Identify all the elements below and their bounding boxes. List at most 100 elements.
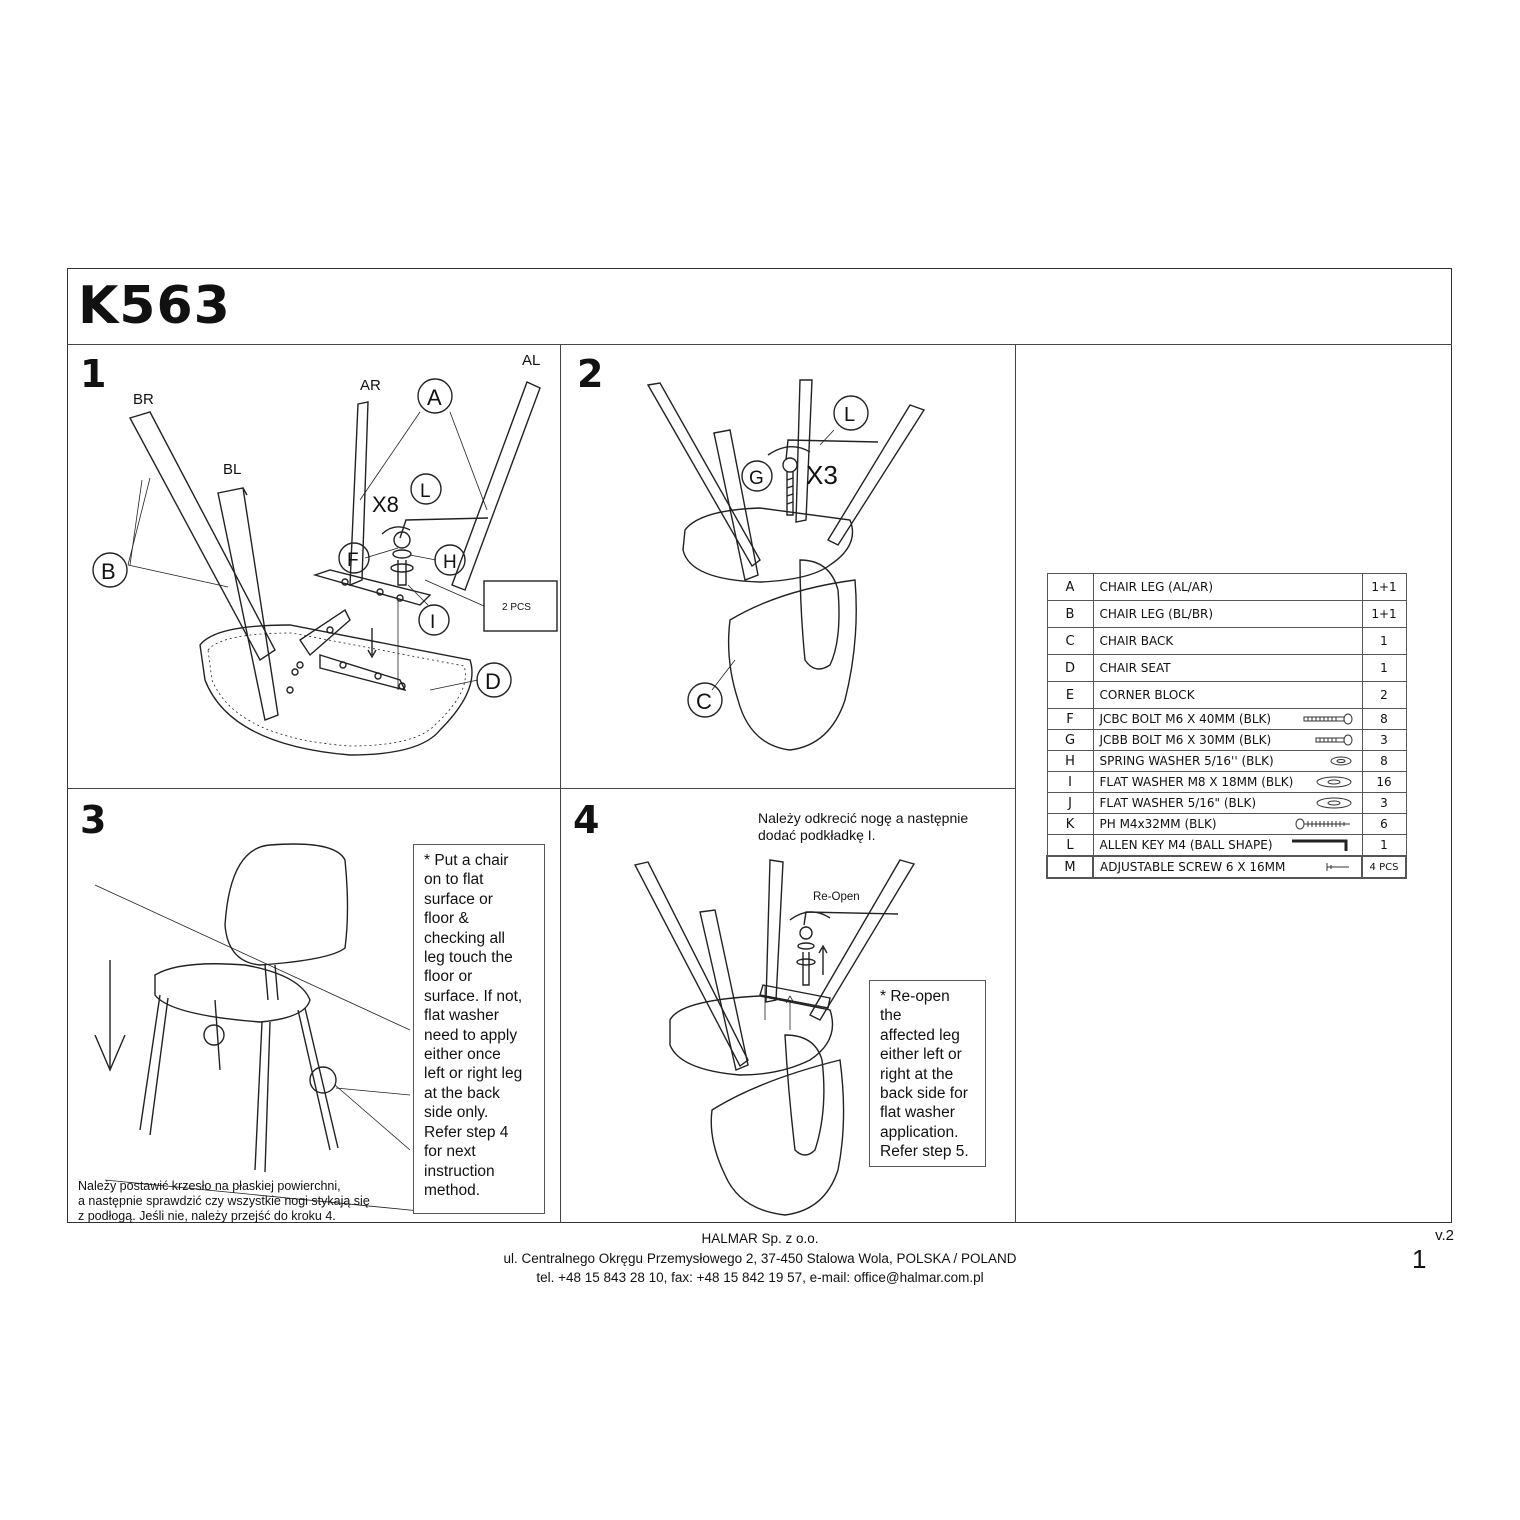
part-letter: E: [1046, 681, 1094, 709]
part-quantity: 8: [1361, 750, 1407, 772]
part-description-text: JCBB BOLT M6 X 30MM (BLK): [1099, 733, 1272, 747]
label-reopen: Re-Open: [813, 891, 860, 903]
callout-l-step1: L: [420, 481, 431, 502]
part-quantity: 3: [1361, 729, 1407, 751]
part-quantity: 2: [1361, 681, 1407, 709]
part-letter: B: [1046, 600, 1094, 628]
part-quantity: 1+1: [1361, 600, 1407, 628]
callout-g: G: [749, 468, 764, 489]
step-4-english-note: * Re-open the affected leg either left o…: [869, 980, 986, 1167]
part-description-text: SPRING WASHER 5/16'' (BLK): [1099, 754, 1274, 768]
part-quantity: 6: [1361, 813, 1407, 835]
part-description: JCBC BOLT M6 X 40MM (BLK): [1092, 708, 1363, 730]
part-letter: F: [1046, 708, 1094, 730]
step-2-illustration: [646, 379, 926, 751]
part-quantity: 3: [1361, 792, 1407, 814]
part-letter: I: [1046, 771, 1094, 793]
spring-washer-icon: [1328, 755, 1354, 767]
footer-address: ul. Centralnego Okręgu Przemysłowego 2, …: [503, 1251, 1017, 1266]
part-description-text: CHAIR LEG (BL/BR): [1099, 607, 1214, 621]
part-quantity: 1: [1361, 654, 1407, 682]
parts-row-l: L ALLEN KEY M4 (BALL SHAPE) 1: [1046, 834, 1407, 857]
callout-c: C: [696, 689, 712, 714]
page-number: 1: [1412, 1244, 1427, 1274]
part-description-text: FLAT WASHER M8 X 18MM (BLK): [1099, 775, 1294, 789]
part-description-text: FLAT WASHER 5/16" (BLK): [1099, 796, 1257, 810]
part-letter: D: [1046, 654, 1094, 682]
part-description: ALLEN KEY M4 (BALL SHAPE): [1092, 834, 1363, 857]
part-description-text: JCBC BOLT M6 X 40MM (BLK): [1099, 712, 1272, 726]
part-description: SPRING WASHER 5/16'' (BLK): [1092, 750, 1363, 772]
part-description: CHAIR BACK: [1092, 627, 1363, 655]
label-bl: BL: [223, 461, 241, 478]
part-quantity: 1+1: [1361, 573, 1407, 601]
part-letter: C: [1046, 627, 1094, 655]
label-x8: X8: [372, 492, 399, 517]
parts-row-m: M ADJUSTABLE SCREW 6 X 16MM 4 PCS: [1046, 855, 1407, 879]
callout-a: A: [427, 385, 442, 410]
instruction-sheet-frame: [67, 268, 1452, 1223]
part-description-text: ALLEN KEY M4 (BALL SHAPE): [1099, 838, 1273, 852]
part-quantity: 1: [1361, 834, 1407, 857]
part-description-text: CHAIR LEG (AL/AR): [1099, 580, 1214, 594]
part-quantity: 8: [1361, 708, 1407, 730]
parts-row-i: I FLAT WASHER M8 X 18MM (BLK) 16: [1046, 771, 1407, 793]
part-description: FLAT WASHER M8 X 18MM (BLK): [1092, 771, 1363, 793]
callout-b: B: [101, 559, 116, 584]
part-description: PH M4x32MM (BLK): [1092, 813, 1363, 835]
part-description: JCBB BOLT M6 X 30MM (BLK): [1092, 729, 1363, 751]
parts-row-g: G JCBB BOLT M6 X 30MM (BLK) 3: [1046, 729, 1407, 751]
step-column-divider: [560, 344, 561, 1223]
part-description-text: CORNER BLOCK: [1099, 688, 1195, 702]
adjustable-screw-icon: [1323, 861, 1353, 873]
model-title: K563: [78, 276, 231, 336]
label-2pcs: 2 PCS: [502, 602, 531, 613]
flat-washer-icon: [1314, 776, 1354, 788]
parts-row-d: D CHAIR SEAT 1: [1046, 654, 1407, 682]
part-quantity: 1: [1361, 627, 1407, 655]
callout-h: H: [443, 552, 457, 573]
part-quantity: 16: [1361, 771, 1407, 793]
allen-key-icon: [1290, 837, 1354, 853]
part-description: CORNER BLOCK: [1092, 681, 1363, 709]
footer-company: HALMAR Sp. z o.o.: [701, 1231, 819, 1246]
callout-f: F: [347, 550, 359, 571]
label-x3: X3: [806, 460, 838, 490]
parts-column-divider: [1015, 344, 1016, 1223]
part-description-text: ADJUSTABLE SCREW 6 X 16MM: [1100, 860, 1286, 874]
label-ar: AR: [360, 377, 381, 394]
footer-contact: tel. +48 15 843 28 10, fax: +48 15 842 1…: [536, 1270, 984, 1285]
bolt-short-icon: [1314, 734, 1354, 746]
screw-icon: [1294, 818, 1354, 830]
part-letter: H: [1046, 750, 1094, 772]
part-letter: J: [1046, 792, 1094, 814]
step-4-number: 4: [573, 798, 600, 842]
callout-d: D: [485, 669, 501, 694]
parts-row-b: B CHAIR LEG (BL/BR) 1+1: [1046, 600, 1407, 628]
step-2-number: 2: [577, 352, 604, 396]
parts-row-j: J FLAT WASHER 5/16" (BLK) 3: [1046, 792, 1407, 814]
header-divider: [67, 344, 1452, 345]
part-letter: M: [1046, 855, 1094, 879]
step-3-illustration: [94, 843, 441, 1214]
part-description-text: CHAIR SEAT: [1099, 661, 1171, 675]
part-quantity: 4 PCS: [1361, 855, 1407, 879]
parts-row-h: H SPRING WASHER 5/16'' (BLK) 8: [1046, 750, 1407, 772]
step-1-number: 1: [80, 352, 107, 396]
bolt-long-icon: [1302, 713, 1354, 725]
label-br: BR: [133, 391, 154, 408]
parts-row-a: A CHAIR LEG (AL/AR) 1+1: [1046, 573, 1407, 601]
callout-l-step2: L: [844, 404, 855, 426]
callout-i: I: [430, 612, 435, 633]
parts-row-f: F JCBC BOLT M6 X 40MM (BLK) 8: [1046, 708, 1407, 730]
part-description: CHAIR SEAT: [1092, 654, 1363, 682]
label-al: AL: [522, 352, 540, 369]
part-description: ADJUSTABLE SCREW 6 X 16MM: [1092, 855, 1363, 879]
part-letter: G: [1046, 729, 1094, 751]
step-4-polish-note: Należy odkrecić nogę a następnie dodać p…: [758, 810, 969, 843]
part-description: CHAIR LEG (BL/BR): [1092, 600, 1363, 628]
part-letter: L: [1046, 834, 1094, 857]
part-letter: A: [1046, 573, 1094, 601]
